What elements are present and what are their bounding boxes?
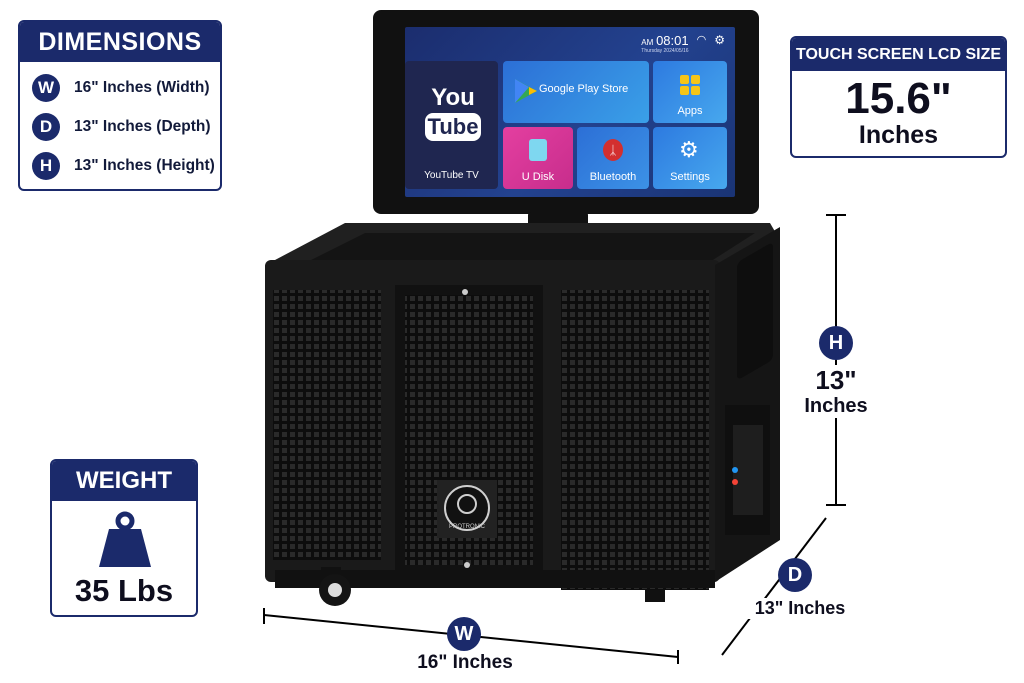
settings-label: Settings <box>670 171 710 183</box>
youtube-label: YouTube TV <box>424 170 479 181</box>
youtube-logo: You Tube <box>425 85 481 141</box>
youtube-logo-top: You <box>431 84 475 111</box>
depth-callout-badge: D <box>778 558 812 592</box>
lcd-size-unit: Inches <box>858 121 939 149</box>
depth-badge: D <box>32 113 60 141</box>
dimensions-title: DIMENSIONS <box>20 22 220 62</box>
weight-value: 35 Lbs <box>74 573 174 608</box>
weight-panel: WEIGHT 35 Lbs <box>50 459 198 617</box>
gear-icon[interactable]: ⚙ <box>714 33 725 47</box>
youtube-logo-bottom: Tube <box>425 113 481 141</box>
width-badge: W <box>32 74 60 102</box>
apps-icon <box>680 75 700 95</box>
usb-icon <box>529 139 547 161</box>
height-callout-value: 13" <box>800 365 872 396</box>
width-callout-badge: W <box>447 617 481 651</box>
clock-time: 08:01 <box>656 33 689 48</box>
dimension-row-width: W 16" Inches (Width) <box>32 74 220 102</box>
bluetooth-icon: ᛣ <box>603 139 623 161</box>
settings-tile[interactable]: ⚙ Settings <box>653 127 727 189</box>
dimension-row-height: H 13" Inches (Height) <box>32 152 220 180</box>
clock-ampm: AM <box>641 38 654 47</box>
dimension-row-depth: D 13" Inches (Depth) <box>32 113 220 141</box>
weight-title: WEIGHT <box>52 461 196 501</box>
bluetooth-tile[interactable]: ᛣ Bluetooth <box>577 127 649 189</box>
width-callout-text: 16" Inches <box>417 652 513 673</box>
play-store-tile[interactable]: Google Play Store <box>503 61 649 123</box>
clock-date: Thursday 2024/05/16 <box>641 48 689 54</box>
wifi-icon: ◠ <box>696 34 707 46</box>
apps-tile[interactable]: Apps <box>653 61 727 123</box>
depth-text: 13" Inches (Depth) <box>74 118 211 135</box>
dimensions-panel: DIMENSIONS W 16" Inches (Width) D 13" In… <box>18 20 222 191</box>
settings-icon: ⚙ <box>679 137 699 162</box>
youtube-tile[interactable]: You Tube YouTube TV <box>405 61 498 189</box>
status-bar: AM 08:01 Thursday 2024/05/16 ◠ ⚙ <box>641 33 725 54</box>
depth-callout-text: 13" Inches <box>748 598 852 619</box>
height-callout-unit: Inches <box>796 395 876 418</box>
lcd-size-title: TOUCH SCREEN LCD SIZE <box>792 38 1005 71</box>
clock: AM 08:01 Thursday 2024/05/16 <box>641 33 688 54</box>
height-badge: H <box>32 152 60 180</box>
touch-screen[interactable]: AM 08:01 Thursday 2024/05/16 ◠ ⚙ You Tub… <box>405 27 735 197</box>
caster-wheel-right <box>645 590 665 602</box>
apps-label: Apps <box>677 105 703 117</box>
speaker-cabinet: PROTRONIC <box>265 223 780 606</box>
weight-icon <box>99 511 151 567</box>
width-text: 16" Inches (Width) <box>74 79 210 96</box>
udisk-tile[interactable]: U Disk <box>503 127 573 189</box>
caster-wheel-left <box>319 567 351 606</box>
bluetooth-label: Bluetooth <box>589 171 637 183</box>
height-text: 13" Inches (Height) <box>74 157 215 174</box>
height-callout-badge: H <box>819 326 853 360</box>
lcd-size-value: 15.6" <box>845 74 952 123</box>
lcd-size-panel: TOUCH SCREEN LCD SIZE 15.6" Inches <box>790 36 1007 158</box>
play-store-label: Google Play Store <box>539 83 629 95</box>
udisk-label: U Disk <box>521 171 555 183</box>
brand-logo-text: PROTRONIC <box>449 524 486 530</box>
play-store-icon <box>515 79 537 103</box>
